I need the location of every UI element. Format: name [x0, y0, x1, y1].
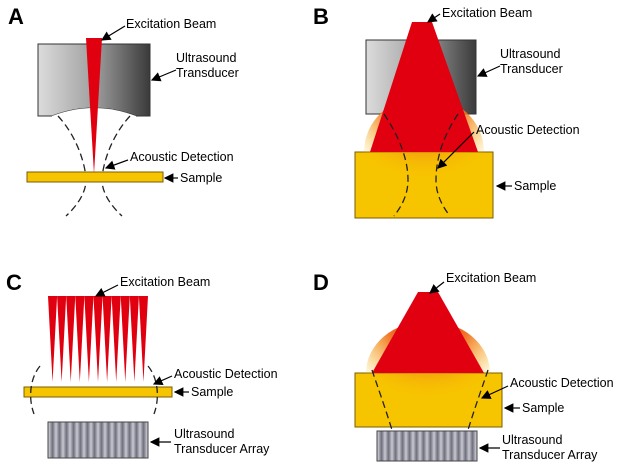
panel-a: A Excitation Beam Ultrasound Transducer …	[8, 4, 239, 217]
transducer-label-line2: Transducer	[176, 66, 239, 80]
acoustic-focus-line-right	[435, 113, 459, 217]
excitation-beam-array	[48, 296, 148, 382]
panel-b-letter: B	[313, 4, 329, 29]
transducer-label-line1: Ultrasound	[500, 47, 560, 61]
panel-a-letter: A	[8, 4, 24, 29]
beam-label: Excitation Beam	[442, 6, 532, 20]
sample-slab	[23, 386, 173, 398]
acoustic-focus-line-right	[101, 115, 131, 217]
detection-label: Acoustic Detection	[510, 376, 614, 390]
array-label-line2: Transducer Array	[502, 448, 598, 462]
transducer-label-line2: Transducer	[500, 62, 563, 76]
excitation-beam-tooth	[93, 296, 103, 382]
beam-arrow	[100, 25, 126, 41]
ultrasound-transducer-array	[376, 430, 478, 462]
acoustic-focus-line-right	[147, 365, 159, 415]
excitation-beam-tooth	[129, 296, 139, 382]
panel-d-letter: D	[313, 270, 329, 295]
panel-c: C Excitation Beam Acoustic Detection Sam…	[6, 270, 278, 459]
beam-label: Excitation Beam	[120, 275, 210, 289]
excitation-beam-tooth	[48, 296, 58, 382]
excitation-beam	[370, 22, 478, 152]
excitation-beam-tooth	[66, 296, 76, 382]
array-label-line1: Ultrasound	[174, 427, 234, 441]
acoustic-focus-line-left	[383, 113, 409, 217]
excitation-beam	[372, 292, 484, 373]
excitation-beam-tooth	[102, 296, 112, 382]
beam-label: Excitation Beam	[126, 17, 216, 31]
ultrasound-transducer-array	[47, 421, 149, 459]
acoustic-focus-line-left	[371, 369, 393, 431]
detection-arrow	[152, 375, 173, 385]
detection-arrow	[480, 385, 509, 399]
transducer-arrow	[476, 65, 501, 77]
acoustic-focus-line-left	[57, 115, 87, 217]
array-label-line2: Transducer Array	[174, 442, 270, 456]
detection-label: Acoustic Detection	[130, 150, 234, 164]
excitation-beam-tooth	[75, 296, 85, 382]
detection-arrow	[437, 131, 475, 169]
excitation-beam-tooth	[111, 296, 121, 382]
sample-label: Sample	[522, 401, 564, 415]
detection-arrow	[104, 159, 129, 170]
excitation-beam-tooth	[120, 296, 130, 382]
sample-slab	[26, 171, 164, 183]
acoustic-focus-line-left	[29, 365, 41, 415]
excitation-beam	[86, 38, 102, 174]
panel-b: B Excitation Beam Ultrasound Transducer …	[313, 4, 580, 219]
sample-label: Sample	[191, 385, 233, 399]
beam-arrow	[429, 281, 445, 294]
sample-label: Sample	[514, 179, 556, 193]
beam-arrow	[94, 284, 119, 297]
excitation-beam-tooth	[57, 296, 67, 382]
detection-label: Acoustic Detection	[476, 123, 580, 137]
transducer-label-line1: Ultrasound	[176, 51, 236, 65]
acoustic-focus-line-right	[467, 369, 489, 431]
panel-c-letter: C	[6, 270, 22, 295]
transducer-arrow	[150, 69, 177, 82]
sample-label: Sample	[180, 171, 222, 185]
beam-label: Excitation Beam	[446, 271, 536, 285]
excitation-beam-tooth	[84, 296, 94, 382]
panel-d: D Excitation Beam Acoustic Detection Sam…	[313, 270, 614, 462]
detection-label: Acoustic Detection	[174, 367, 278, 381]
excitation-beam-tooth	[138, 296, 148, 382]
array-label-line1: Ultrasound	[502, 433, 562, 447]
beam-arrow	[427, 13, 441, 23]
